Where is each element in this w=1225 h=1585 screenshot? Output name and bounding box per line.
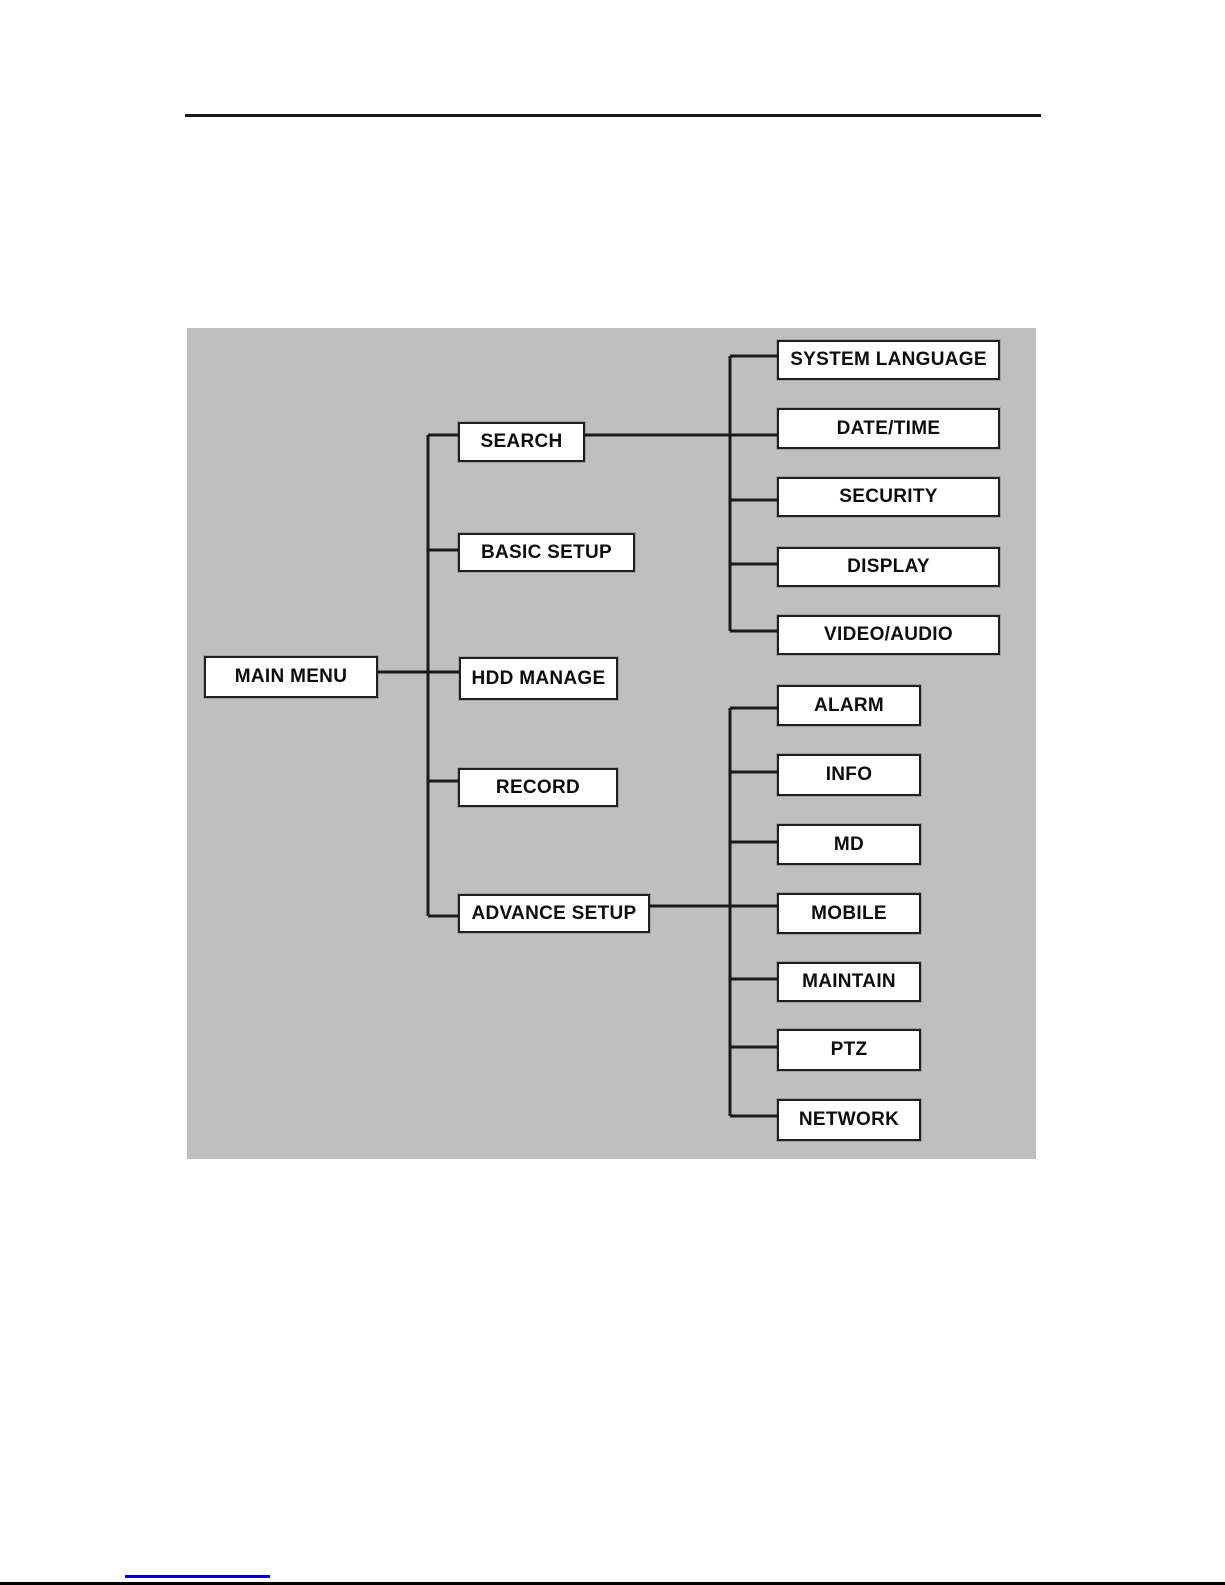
node-video-audio: VIDEO/AUDIO <box>777 615 1000 655</box>
node-md: MD <box>777 824 921 865</box>
diagram-panel <box>187 328 1036 1159</box>
node-main-menu: MAIN MENU <box>204 656 378 698</box>
node-alarm: ALARM <box>777 685 921 726</box>
node-ptz: PTZ <box>777 1029 921 1071</box>
node-search: SEARCH <box>458 422 585 462</box>
node-date-time: DATE/TIME <box>777 408 1000 449</box>
page-bottom-border <box>0 1582 1225 1585</box>
node-security: SECURITY <box>777 477 1000 517</box>
node-advance-setup: ADVANCE SETUP <box>458 894 650 933</box>
node-record: RECORD <box>458 768 618 807</box>
node-system-language: SYSTEM LANGUAGE <box>777 340 1000 380</box>
node-mobile: MOBILE <box>777 893 921 934</box>
footer-link-underline[interactable] <box>125 1575 270 1578</box>
node-info: INFO <box>777 754 921 796</box>
node-display: DISPLAY <box>777 547 1000 587</box>
node-network: NETWORK <box>777 1099 921 1141</box>
header-divider-rule <box>185 114 1041 117</box>
node-hdd-manage: HDD MANAGE <box>459 657 618 700</box>
node-maintain: MAINTAIN <box>777 962 921 1002</box>
node-basic-setup: BASIC SETUP <box>458 533 635 572</box>
